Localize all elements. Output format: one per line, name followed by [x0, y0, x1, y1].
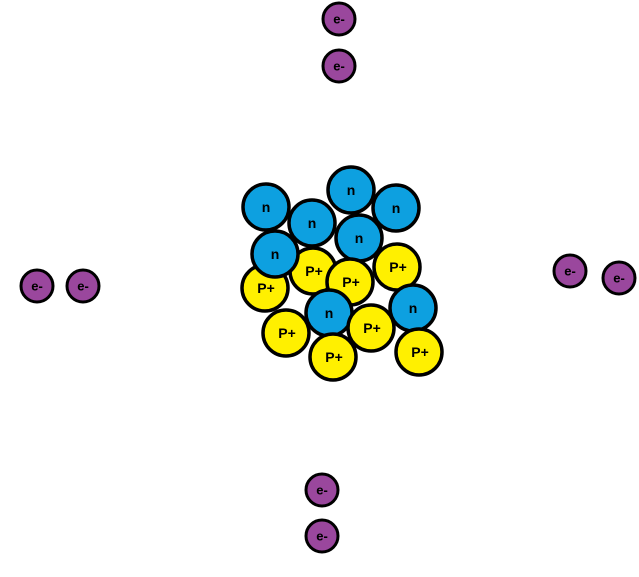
neutron-label: n [262, 199, 271, 215]
neutron-label: n [355, 230, 364, 246]
neutron: n [304, 288, 354, 338]
proton-label: P+ [342, 274, 360, 290]
electron-label: e- [333, 59, 345, 74]
electron: e- [601, 260, 637, 296]
electron-label: e- [613, 271, 625, 286]
nucleus: P+ P+ P+ n n n n n [240, 165, 444, 382]
neutron: n [326, 165, 376, 215]
electron: e- [321, 48, 357, 84]
proton-label: P+ [257, 280, 275, 296]
neutron-label: n [308, 215, 317, 231]
electron: e- [304, 518, 340, 554]
neutron-label: n [409, 300, 418, 316]
electron: e- [304, 472, 340, 508]
proton-label: P+ [325, 349, 343, 365]
neutron: n [241, 182, 291, 232]
neutron-label: n [392, 200, 401, 216]
neutron-label: n [347, 182, 356, 198]
electron-label: e- [31, 279, 43, 294]
proton: P+ [346, 303, 396, 353]
proton: P+ [372, 242, 422, 292]
electron: e- [552, 253, 588, 289]
electron-label: e- [564, 264, 576, 279]
neutron: n [371, 183, 421, 233]
electron: e- [321, 1, 357, 37]
proton-label: P+ [305, 263, 323, 279]
neutron: n [388, 283, 438, 333]
proton: P+ [394, 327, 444, 377]
neutron-label: n [271, 246, 280, 262]
proton-label: P+ [389, 259, 407, 275]
electron: e- [65, 268, 101, 304]
proton: P+ [261, 308, 311, 358]
proton: P+ [308, 332, 358, 382]
neutron: n [287, 198, 337, 248]
neutron: n [334, 213, 384, 263]
electron-label: e- [316, 529, 328, 544]
electron-label: e- [333, 12, 345, 27]
neutron: n [250, 229, 300, 279]
neutron-label: n [325, 305, 334, 321]
proton-label: P+ [278, 325, 296, 341]
electron-label: e- [77, 279, 89, 294]
electron-label: e- [316, 483, 328, 498]
electron: e- [19, 268, 55, 304]
proton-label: P+ [411, 344, 429, 360]
proton-label: P+ [363, 320, 381, 336]
